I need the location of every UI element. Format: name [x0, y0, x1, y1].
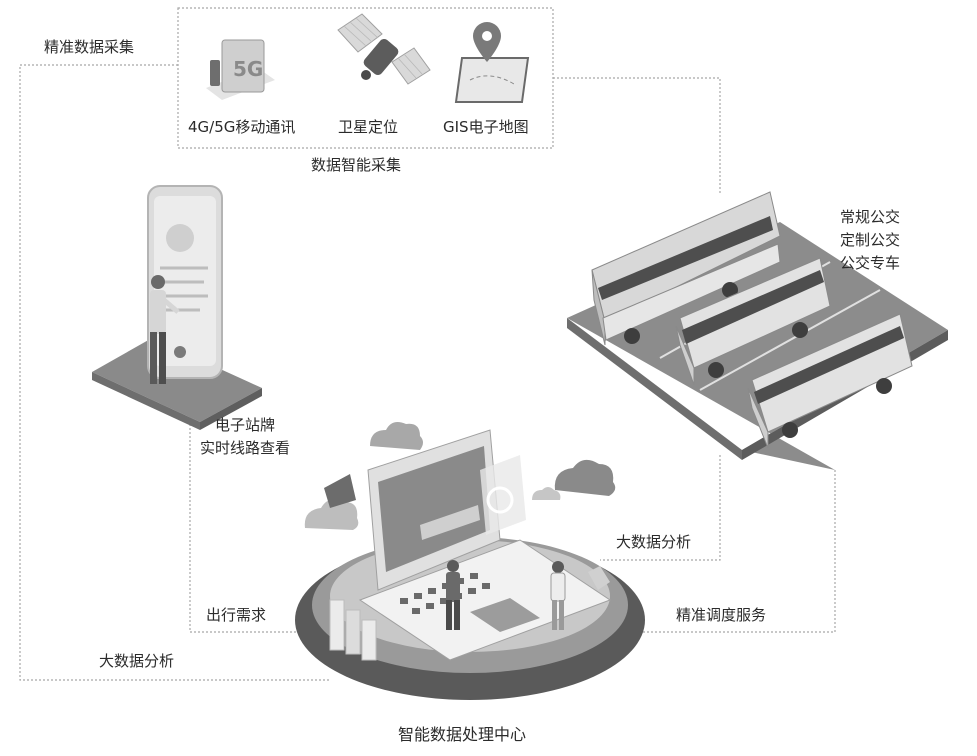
e-station-illustration: [92, 185, 262, 430]
gis-map-icon: [454, 22, 530, 103]
box-to-bus-line: [553, 77, 721, 195]
e-station-title: 电子站牌: [215, 416, 276, 434]
dispatch-line: [610, 470, 836, 633]
satellite-label: 卫星定位: [338, 118, 399, 136]
smart-collection-label: 数据智能采集: [311, 156, 402, 174]
outer-loop-line: [19, 64, 330, 681]
bus-type-custom: 定制公交: [840, 231, 901, 249]
bus-types-label: 常规公交 定制公交 公交专车: [840, 206, 900, 275]
gis-label: GIS电子地图: [443, 118, 529, 136]
data-center-illustration: [295, 422, 645, 700]
dispatch-label: 精准调度服务: [676, 606, 767, 624]
e-station-subtitle: 实时线路查看: [200, 439, 291, 457]
comm-label: 4G/5G移动通讯: [188, 118, 296, 136]
bus-type-special: 公交专车: [840, 254, 901, 272]
satellite-icon: [337, 13, 431, 85]
travel-demand-label: 出行需求: [206, 606, 267, 624]
svg-text:5G: 5G: [233, 57, 263, 81]
center-label: 智能数据处理中心: [398, 725, 527, 744]
buses-illustration: [567, 191, 948, 470]
5g-phone-icon: 5G: [206, 39, 275, 100]
bus-to-center-line: [600, 455, 721, 561]
bigdata-right-label: 大数据分析: [616, 533, 692, 551]
precise-collection-label: 精准数据采集: [44, 38, 135, 56]
demand-line: [189, 420, 300, 633]
e-station-label: 电子站牌 实时线路查看: [200, 414, 290, 460]
connector-lines: [19, 7, 836, 681]
bus-type-regular: 常规公交: [840, 208, 901, 226]
bigdata-left-label: 大数据分析: [99, 652, 175, 670]
